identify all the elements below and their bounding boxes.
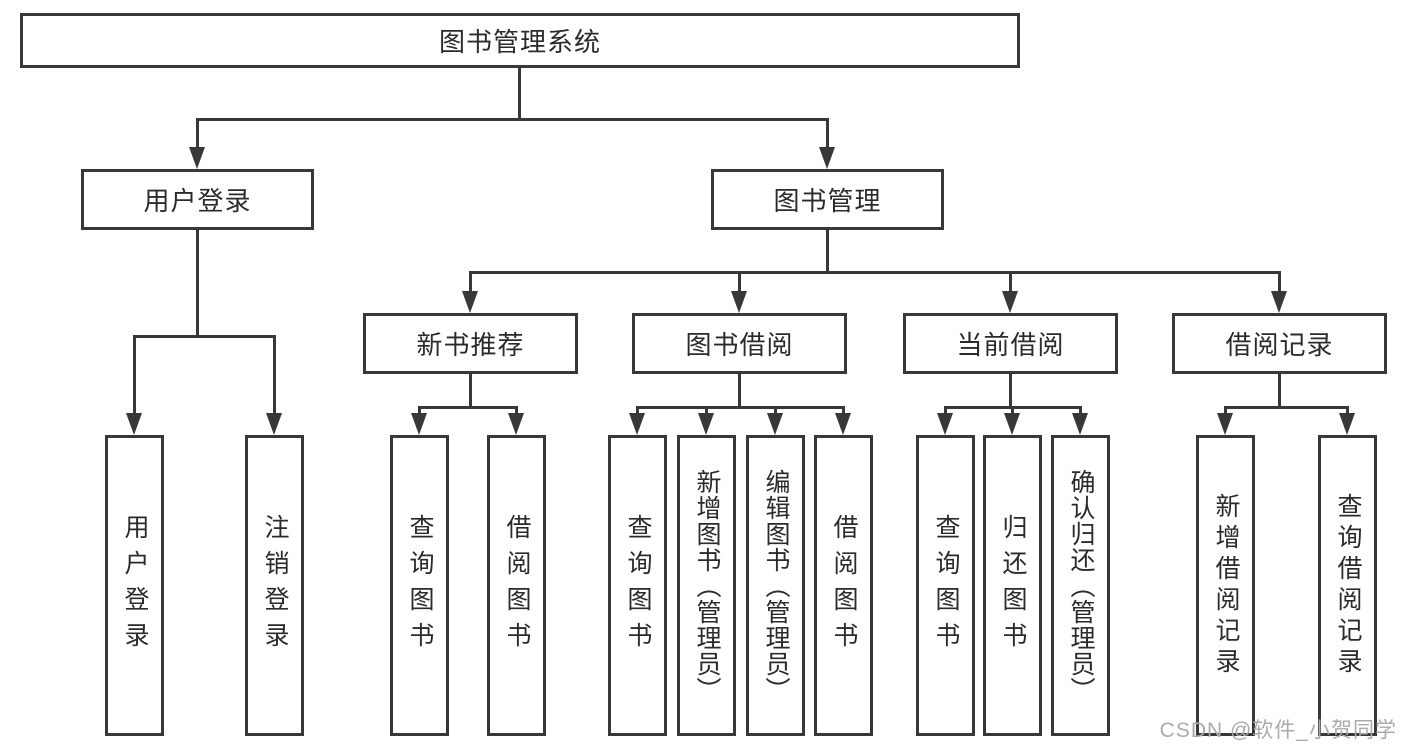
arrow-down-icon: [835, 413, 851, 435]
arrow-down-icon: [698, 413, 714, 435]
node-user-login: 用户登录: [81, 169, 314, 230]
connector-line: [1346, 406, 1349, 416]
connector-line: [133, 335, 136, 416]
node-label: 查询图书: [624, 513, 652, 658]
node-label: 借阅记录: [1225, 330, 1334, 360]
node-return-books: 归还图书: [983, 435, 1042, 736]
arrow-down-icon: [126, 413, 142, 435]
node-confirm-return-admin: 确认归还（管理员）: [1051, 435, 1110, 736]
connector-line: [826, 230, 829, 273]
arrow-down-icon: [767, 413, 783, 435]
connector-line: [1278, 374, 1281, 408]
connector-line: [196, 118, 199, 151]
node-add-borrow-record: 新增借阅记录: [1196, 435, 1255, 736]
connector-line: [738, 271, 741, 293]
connector-line: [1079, 406, 1082, 416]
node-borrow-books: 借阅图书: [487, 435, 546, 736]
watermark: CSDN @软件_小贺同学: [1159, 719, 1397, 742]
connector-line: [636, 406, 845, 409]
node-label: 查询图书: [406, 513, 434, 658]
node-label: 用户登录: [143, 186, 252, 216]
arrow-down-icon: [411, 413, 427, 435]
node-label: 图书管理系统: [438, 27, 601, 57]
node-borrow-books: 借阅图书: [814, 435, 873, 736]
node-label: 图书借阅: [685, 330, 794, 360]
connector-line: [1009, 271, 1012, 293]
connector-line: [1009, 374, 1012, 408]
connector-line: [518, 67, 521, 120]
node-label: 新增借阅记录: [1212, 492, 1240, 679]
node-label: 图书管理: [773, 186, 882, 216]
arrow-down-icon: [189, 147, 205, 169]
node-new-book-recommendation: 新书推荐: [363, 313, 578, 374]
node-add-book-admin: 新增图书（管理员）: [677, 435, 736, 736]
node-current-borrowing: 当前借阅: [903, 313, 1118, 374]
node-library-management-system: 图书管理系统: [20, 13, 1020, 68]
node-label: 借阅图书: [830, 513, 858, 658]
node-book-borrowing: 图书借阅: [632, 313, 847, 374]
node-edit-book-admin: 编辑图书（管理员）: [746, 435, 805, 736]
node-label: 确认归还（管理员）: [1067, 468, 1095, 703]
arrow-down-icon: [1002, 291, 1018, 313]
node-query-books: 查询图书: [916, 435, 975, 736]
connector-line: [133, 335, 276, 338]
connector-line: [273, 335, 276, 416]
node-logout-leaf: 注销登录: [245, 435, 304, 736]
arrow-down-icon: [819, 147, 835, 169]
connector-line: [1224, 406, 1349, 409]
node-query-borrow-record: 查询借阅记录: [1318, 435, 1377, 736]
connector-line: [826, 118, 829, 151]
connector-line: [1224, 406, 1227, 416]
node-label: 编辑图书（管理员）: [762, 468, 790, 703]
node-label: 查询图书: [932, 513, 960, 658]
connector-line: [774, 406, 777, 416]
node-label: 借阅图书: [503, 513, 531, 658]
connector-line: [515, 406, 518, 416]
connector-line: [944, 406, 947, 416]
connector-line: [842, 406, 845, 416]
connector-line: [469, 271, 1281, 274]
arrow-down-icon: [266, 413, 282, 435]
node-book-management: 图书管理: [711, 169, 944, 230]
arrow-down-icon: [1271, 291, 1287, 313]
arrow-down-icon: [462, 291, 478, 313]
arrow-down-icon: [1004, 413, 1020, 435]
connector-line: [469, 374, 472, 408]
connector-line: [738, 374, 741, 408]
node-label: 新书推荐: [416, 330, 525, 360]
node-query-books: 查询图书: [608, 435, 667, 736]
arrow-down-icon: [1217, 413, 1233, 435]
node-query-books: 查询图书: [390, 435, 449, 736]
arrow-down-icon: [937, 413, 953, 435]
node-user-login-leaf: 用户登录: [105, 435, 164, 736]
connector-line: [705, 406, 708, 416]
node-label: 当前借阅: [956, 330, 1065, 360]
node-label: 查询借阅记录: [1334, 492, 1362, 679]
connector-line: [196, 118, 829, 121]
arrow-down-icon: [1072, 413, 1088, 435]
connector-line: [1278, 271, 1281, 293]
node-label: 用户登录: [121, 513, 149, 658]
arrow-down-icon: [629, 413, 645, 435]
arrow-down-icon: [731, 291, 747, 313]
node-label: 注销登录: [261, 513, 289, 658]
node-label: 归还图书: [999, 513, 1027, 658]
connector-line: [196, 230, 199, 337]
connector-line: [469, 271, 472, 293]
connector-line: [418, 406, 421, 416]
node-label: 新增图书（管理员）: [693, 468, 721, 703]
connector-line: [418, 406, 518, 409]
arrow-down-icon: [1339, 413, 1355, 435]
node-borrowing-records: 借阅记录: [1172, 313, 1387, 374]
arrow-down-icon: [508, 413, 524, 435]
connector-line: [1011, 406, 1014, 416]
connector-line: [636, 406, 639, 416]
